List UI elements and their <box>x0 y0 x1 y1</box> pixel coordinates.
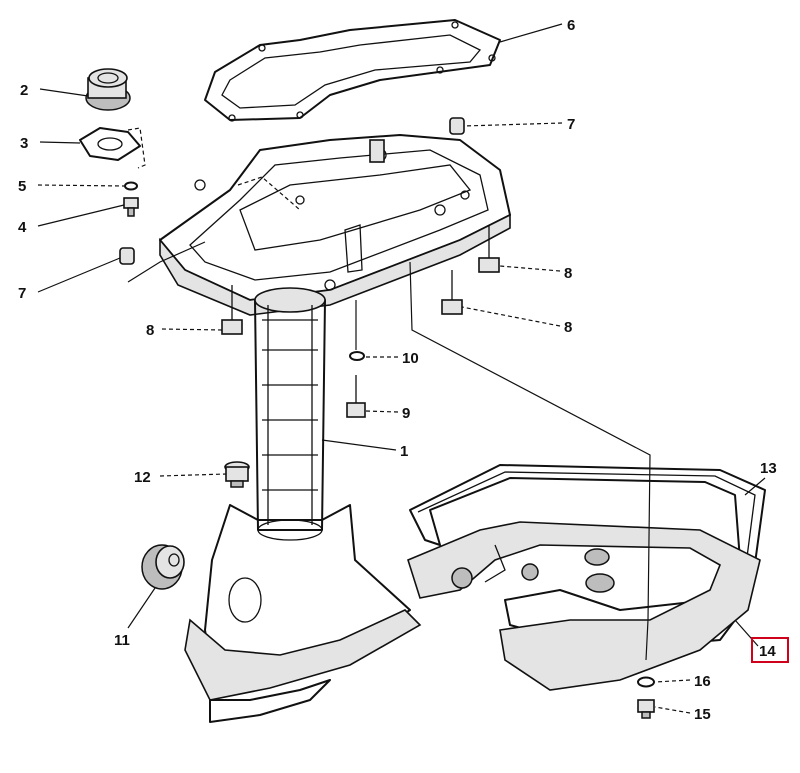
part-8-bolt-right-upper[interactable] <box>478 225 500 273</box>
part-2-plug[interactable] <box>85 68 131 111</box>
label-7-left: 7 <box>18 285 26 302</box>
part-7-cap-right[interactable] <box>449 117 465 135</box>
part-3-gasket[interactable] <box>79 127 146 169</box>
highlight-box-14 <box>751 637 789 663</box>
label-12: 12 <box>134 469 151 486</box>
part-15-bolt[interactable] <box>637 699 655 719</box>
label-9: 9 <box>402 405 410 422</box>
label-5: 5 <box>18 178 26 195</box>
label-11: 11 <box>114 632 130 649</box>
label-4: 4 <box>18 219 27 236</box>
label-2: 2 <box>20 82 28 99</box>
part-7-cap-left[interactable] <box>119 247 135 265</box>
part-13-rubber-seal[interactable] <box>409 464 766 651</box>
label-3: 3 <box>20 135 28 152</box>
part-10-washer[interactable] <box>349 351 365 361</box>
exhaust-guide-plate <box>159 134 511 316</box>
label-6: 6 <box>567 17 575 34</box>
part-16-washer[interactable] <box>637 676 655 688</box>
part-4-bolt[interactable] <box>123 197 139 217</box>
label-1: 1 <box>400 443 408 460</box>
label-8-left: 8 <box>146 322 154 339</box>
label-7-right: 7 <box>567 116 575 133</box>
part-8-bolt-right-lower[interactable] <box>441 270 463 315</box>
part-12-plug[interactable] <box>224 461 250 488</box>
label-8-right-lower: 8 <box>564 319 572 336</box>
part-labels: 2 3 5 4 7 6 7 8 8 8 10 9 1 12 11 13 14 1… <box>18 17 777 723</box>
label-14: 14 <box>759 643 776 660</box>
label-15: 15 <box>694 706 711 723</box>
part-1-exhaust-tube[interactable] <box>254 287 326 541</box>
label-13: 13 <box>760 460 777 477</box>
part-8-bolt-left[interactable] <box>221 285 243 335</box>
part-11-grommet[interactable] <box>141 544 185 590</box>
lower-housing <box>184 504 422 723</box>
label-10: 10 <box>402 350 419 367</box>
part-14-damper-cover[interactable] <box>407 521 761 691</box>
part-9-bolt[interactable] <box>346 375 366 418</box>
label-8-right-upper: 8 <box>564 265 572 282</box>
part-5-washer[interactable] <box>124 181 138 191</box>
part-6-gasket[interactable] <box>204 19 501 122</box>
label-16: 16 <box>694 673 711 690</box>
leader-lines <box>37 23 766 714</box>
